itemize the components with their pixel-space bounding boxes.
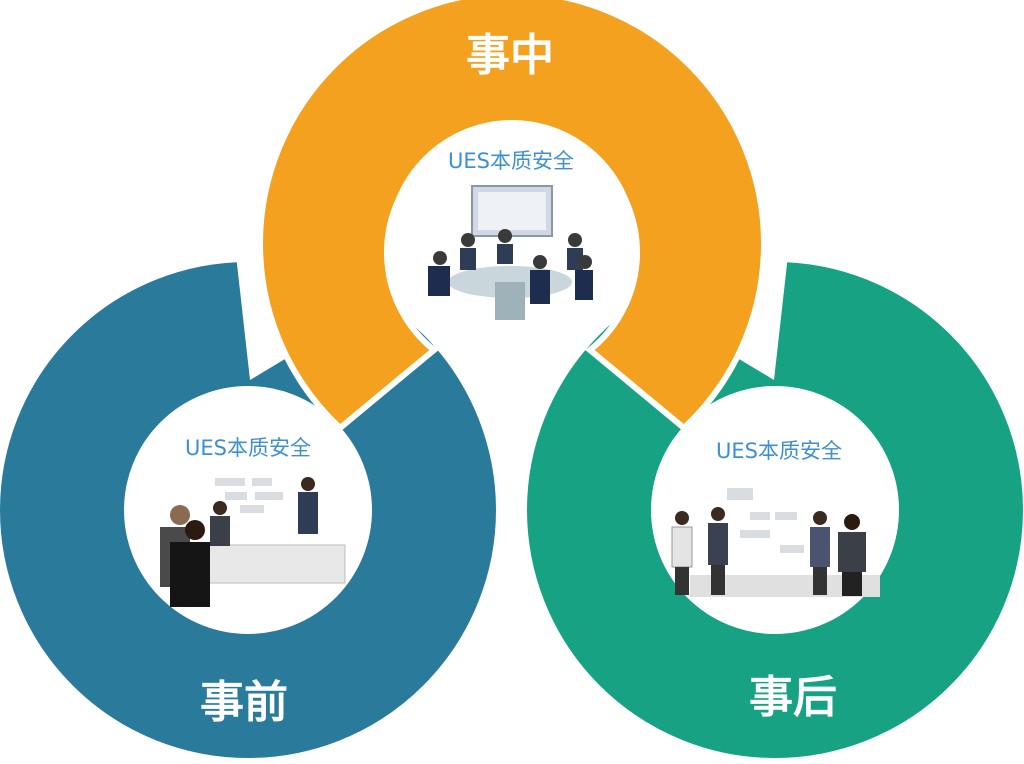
presentation-illustration [160, 477, 346, 607]
stage-title-during: 事中 [466, 30, 554, 81]
stage-subtitle-during: UES本质安全 [448, 149, 574, 173]
stage-title-after: 事后 [749, 672, 837, 723]
meeting-illustration [428, 185, 593, 320]
stage-subtitle-before: UES本质安全 [185, 436, 311, 460]
stage-title-before: 事前 [200, 677, 288, 728]
celebration-illustration [671, 488, 880, 597]
stage-subtitle-after: UES本质安全 [716, 439, 842, 463]
